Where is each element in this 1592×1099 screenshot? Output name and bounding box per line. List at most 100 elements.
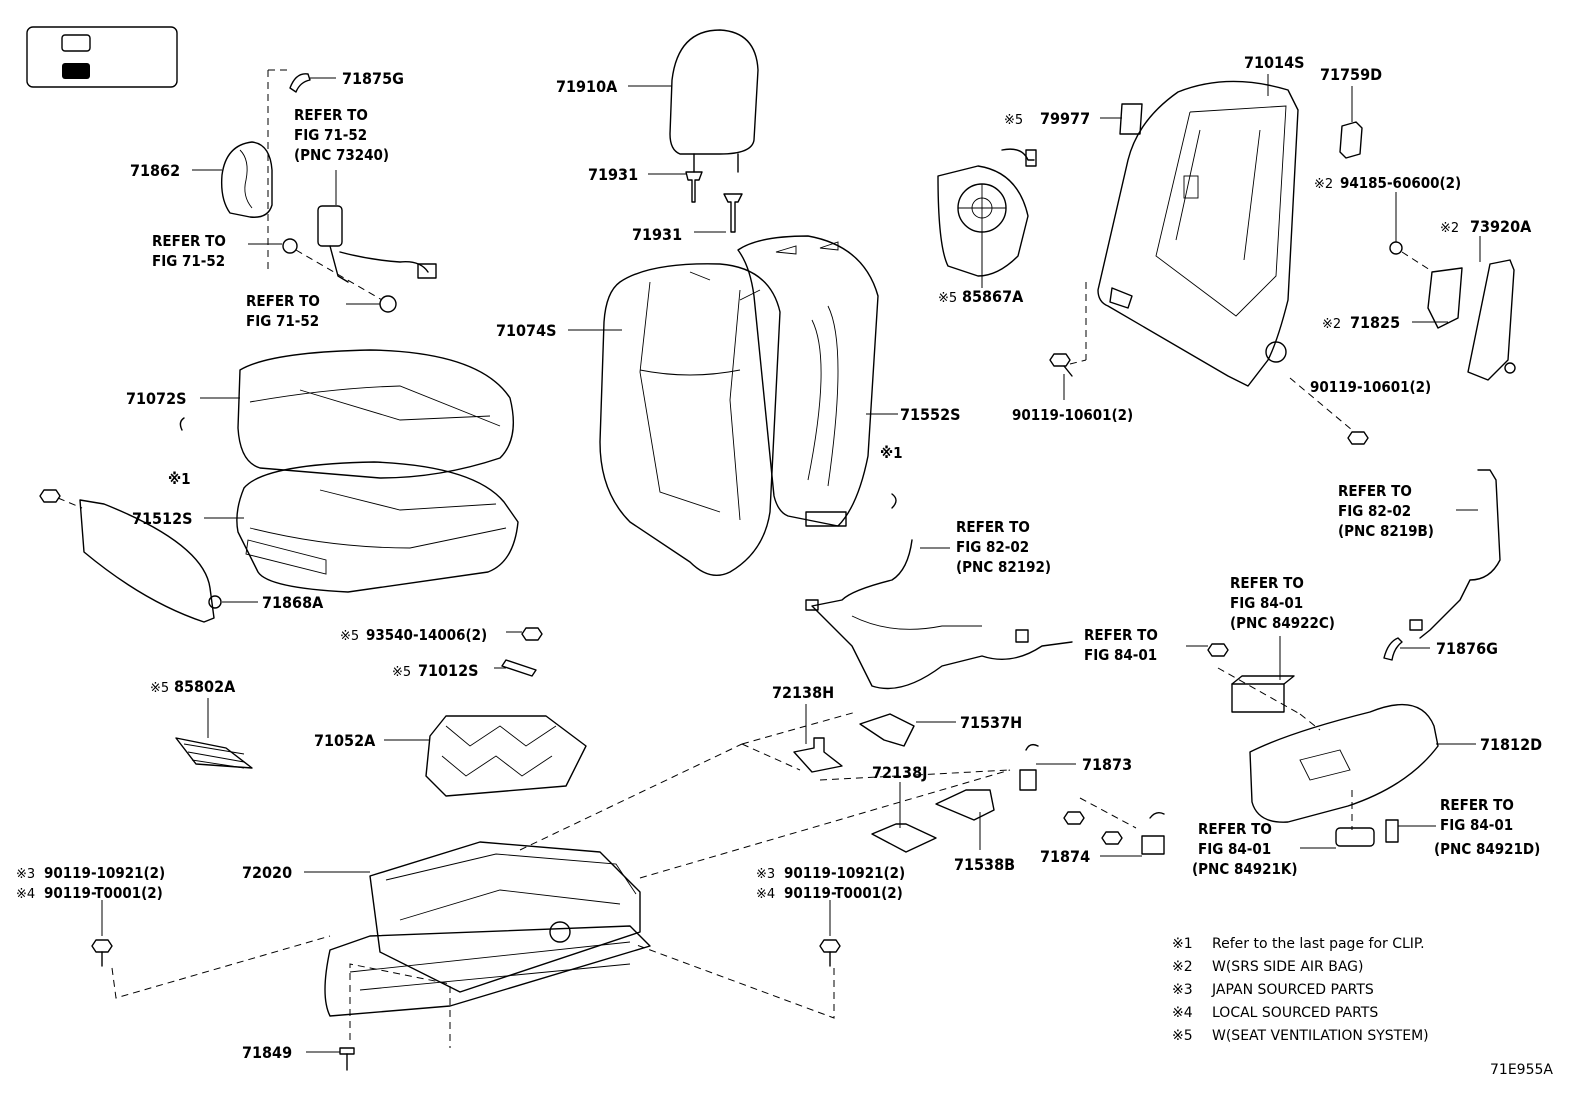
- part-71876G-shape: [1383, 637, 1403, 661]
- ref-line: REFER TO: [152, 232, 226, 250]
- label-71074S: 71074S: [496, 321, 556, 340]
- ref-line: REFER TO: [294, 106, 368, 124]
- legend-swatch-white: [61, 34, 91, 52]
- mark-clip-1: ※1: [168, 470, 191, 488]
- label-90119-10601-b: 90119-10601(2): [1310, 378, 1431, 396]
- label-71812D: 71812D: [1480, 735, 1542, 754]
- footnote-text: Refer to the last page for CLIP.: [1212, 936, 1425, 952]
- label-71512S: 71512S: [132, 509, 192, 528]
- part-71052A-shape: [425, 715, 587, 797]
- mark-mid-4: ※4: [756, 887, 775, 902]
- mark-85867A: ※5: [938, 291, 957, 306]
- clip-shape-2: [891, 493, 897, 509]
- refer-82-02-pnc8219b: REFER TO FIG 82-02 (PNC 8219B): [1338, 482, 1434, 540]
- refer-84-01-pnc84922c: REFER TO FIG 84-01 (PNC 84922C): [1230, 574, 1335, 632]
- mark-71012S: ※5: [392, 665, 411, 680]
- part-71014S-shape: [1097, 80, 1299, 387]
- ref-line: REFER TO: [1198, 820, 1272, 838]
- ref-line: FIG 82-02: [956, 538, 1029, 556]
- ref-line: (PNC 82192): [956, 558, 1051, 576]
- mark-93540: ※5: [340, 629, 359, 644]
- label-85802A: 85802A: [174, 677, 236, 696]
- label-bolt-mid-2: 90119-T0001(2): [784, 884, 903, 902]
- refer-84-01-pnc84921d: REFER TO FIG 84-01 (PNC 84921D): [1434, 796, 1540, 858]
- label-71552S: 71552S: [900, 405, 960, 424]
- label-71014S: 71014S: [1244, 53, 1304, 72]
- refer-71-52-b: REFER TO FIG 71-52: [246, 292, 320, 330]
- label-90119-10601-a: 90119-10601(2): [1012, 406, 1133, 424]
- mark-clip-2: ※1: [880, 444, 903, 462]
- label-85867A: 85867A: [962, 287, 1024, 306]
- ref-line: FIG 84-01: [1084, 646, 1157, 664]
- mark-85802A: ※5: [150, 681, 169, 696]
- footnote-text: LOCAL SOURCED PARTS: [1212, 1005, 1378, 1021]
- refer-to-blocks: REFER TO FIG 71-52 (PNC 73240) REFER TO …: [152, 106, 1540, 878]
- label-72020: 72020: [242, 863, 292, 882]
- leader-lines: [101, 74, 1481, 1053]
- ref-line: FIG 71-52: [294, 126, 367, 144]
- footnote-mark: ※2: [1172, 959, 1193, 975]
- refer-82-02-pnc82192: REFER TO FIG 82-02 (PNC 82192): [956, 518, 1051, 576]
- ref-line: REFER TO: [956, 518, 1030, 536]
- ref-line: FIG 84-01: [1198, 840, 1271, 858]
- ref-line: REFER TO: [1440, 796, 1514, 814]
- ref-line: FIG 71-52: [246, 312, 319, 330]
- label-73920A: 73920A: [1470, 217, 1532, 236]
- part-71875G-shape: [267, 69, 311, 270]
- footnotes: ※1 Refer to the last page for CLIP. ※2 W…: [1172, 936, 1429, 1044]
- mark-94185: ※2: [1314, 177, 1333, 192]
- part-85802A-shape: [175, 737, 253, 769]
- part-79977-shape: [1119, 103, 1143, 135]
- ref-line: (PNC 73240): [294, 146, 389, 164]
- label-71873: 71873: [1082, 755, 1132, 774]
- switch-84922C-shape: [1207, 643, 1321, 731]
- ref-line: FIG 82-02: [1338, 502, 1411, 520]
- bolt-shapes: [91, 935, 841, 1071]
- part-85867A-shape: [937, 148, 1037, 277]
- label-71875G: 71875G: [342, 69, 404, 88]
- part-71862-shape: [220, 141, 273, 218]
- mark-73920A: ※2: [1440, 221, 1459, 236]
- refer-84-01-a: REFER TO FIG 84-01: [1084, 626, 1158, 664]
- ref-line: (PNC 8219B): [1338, 522, 1434, 540]
- label-93540-14006: 93540-14006(2): [366, 626, 487, 644]
- label-71931-a: 71931: [588, 165, 638, 184]
- footnote-text: W(SEAT VENTILATION SYSTEM): [1212, 1028, 1429, 1044]
- condition-marks: ※1 ※1 ※5 ※5 ※2 ※2 ※2 ※5 ※5 ※5 ※3 ※4 ※3 ※…: [16, 113, 1459, 902]
- mark-left-3: ※3: [16, 867, 35, 882]
- part-71910A-shape: [669, 29, 759, 233]
- ref-line: REFER TO: [246, 292, 320, 310]
- part-seatbelt-buckle-shape: [282, 170, 437, 313]
- mark-71825: ※2: [1322, 317, 1341, 332]
- label-71931-b: 71931: [632, 225, 682, 244]
- harness-8219B-shape: [1409, 469, 1501, 639]
- legend-swatch-black: [62, 63, 90, 79]
- label-71012S: 71012S: [418, 661, 478, 680]
- refer-71-52-pnc73240: REFER TO FIG 71-52 (PNC 73240): [294, 106, 389, 164]
- ref-line: (PNC 84921D): [1434, 840, 1540, 858]
- label-71825: 71825: [1350, 313, 1400, 332]
- mark-79977: ※5: [1004, 113, 1023, 128]
- label-71876G: 71876G: [1436, 639, 1498, 658]
- label-bolt-mid-1: 90119-10921(2): [784, 864, 905, 882]
- footnote-mark: ※3: [1172, 982, 1193, 998]
- label-72138H: 72138H: [772, 683, 834, 702]
- part-71552S-shape: [737, 235, 879, 527]
- label-71072S: 71072S: [126, 389, 186, 408]
- label-71849: 71849: [242, 1043, 292, 1062]
- ref-line: FIG 84-01: [1230, 594, 1303, 612]
- part-71759D-shape: [1339, 121, 1363, 159]
- ref-line: REFER TO: [1230, 574, 1304, 592]
- label-72138J: 72138J: [872, 763, 927, 782]
- label-71868A: 71868A: [262, 593, 324, 612]
- refer-84-01-pnc84921k: REFER TO FIG 84-01 (PNC 84921K): [1192, 820, 1298, 878]
- ref-line: REFER TO: [1084, 626, 1158, 644]
- label-71538B: 71538B: [954, 855, 1015, 874]
- figure-code: 71E955A: [1490, 1062, 1553, 1078]
- ref-line: REFER TO: [1338, 482, 1412, 500]
- part-71868A-shape: [39, 489, 222, 623]
- label-71910A: 71910A: [556, 77, 618, 96]
- bolt-90119-10601-shapes: [1049, 282, 1369, 445]
- clip-shape: [179, 417, 185, 431]
